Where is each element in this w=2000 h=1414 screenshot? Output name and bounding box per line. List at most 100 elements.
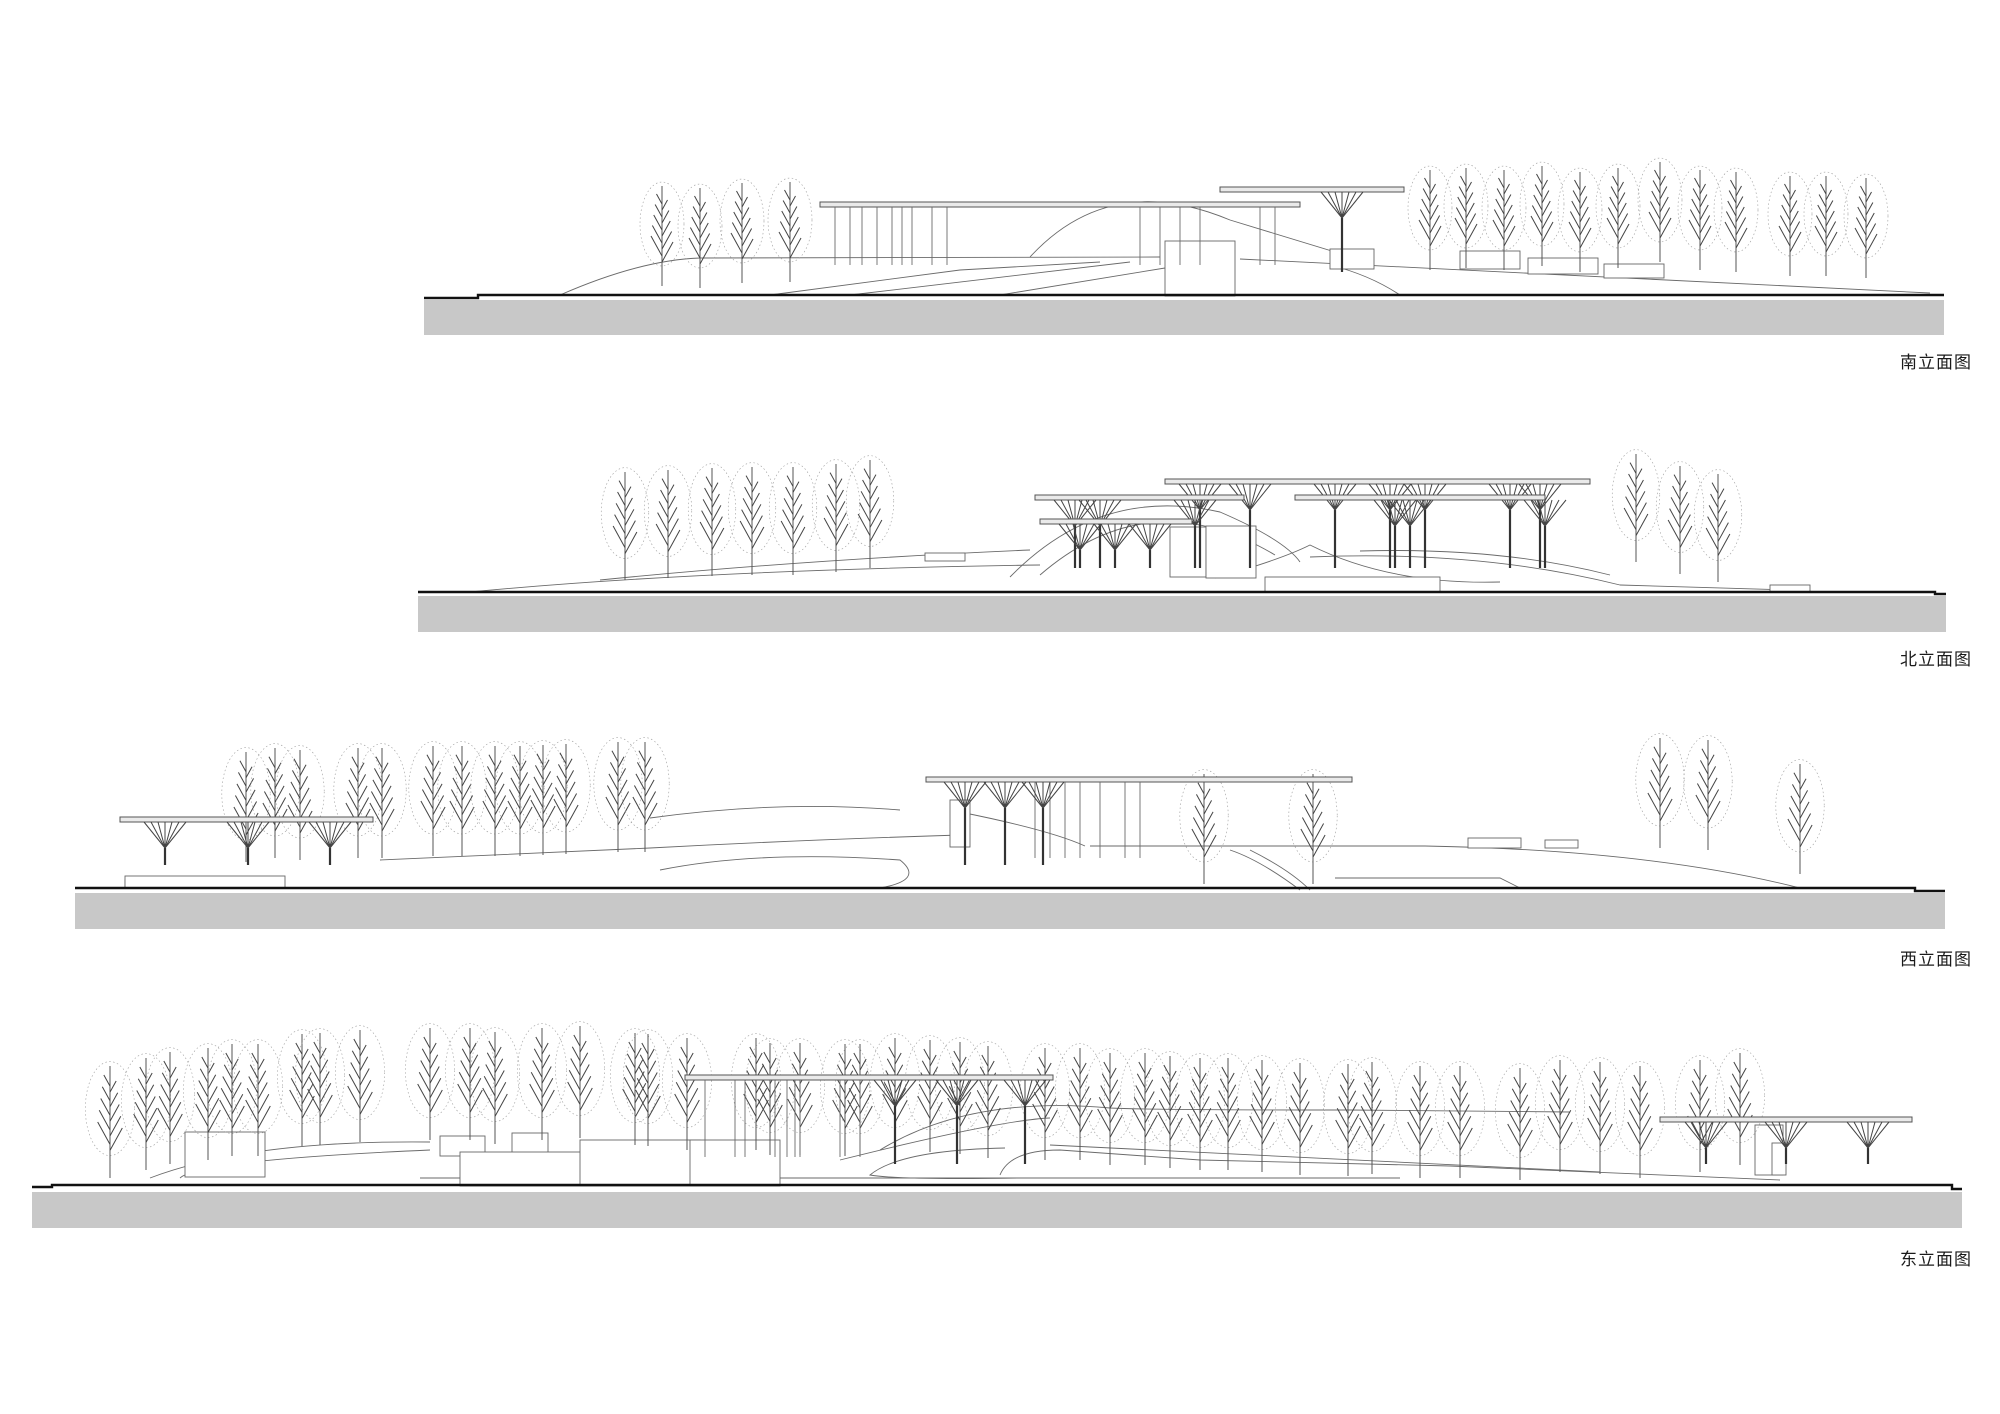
tree-icon — [1443, 163, 1489, 268]
tree-icon — [1055, 1043, 1105, 1160]
tree-icon — [1611, 449, 1661, 562]
tree-icon — [1775, 759, 1825, 874]
tree-icon — [495, 741, 545, 856]
tree-icon — [1803, 171, 1849, 276]
tree-icon — [1179, 769, 1229, 884]
tree-icon — [845, 455, 895, 568]
tree-icon — [1713, 167, 1759, 272]
tree-icon — [275, 745, 325, 860]
tree-icon — [1575, 1057, 1625, 1174]
tree-icon — [820, 1039, 870, 1156]
tree-icon — [1693, 469, 1743, 582]
tree-icon — [662, 1033, 712, 1150]
canopy-structure — [1294, 494, 1567, 568]
canopy-structure — [119, 816, 374, 865]
tree-icon — [1519, 161, 1565, 266]
tree-icon — [727, 462, 777, 575]
tree-icon — [1175, 1053, 1225, 1170]
tree-icon — [643, 465, 693, 578]
tree-icon — [1635, 733, 1685, 848]
tree-icon — [405, 1023, 455, 1140]
tree-icon — [1237, 1055, 1287, 1172]
tree-icon — [1203, 1053, 1253, 1170]
west-elevation — [75, 733, 1945, 929]
tree-icon — [811, 459, 861, 572]
tree-icon — [1347, 1057, 1397, 1174]
tree-icon — [437, 741, 487, 856]
canopy-structure — [684, 1074, 1054, 1164]
tree-icon — [1557, 167, 1603, 272]
canopy-structure — [1219, 186, 1405, 272]
tree-icon — [1637, 157, 1683, 262]
tree-icon — [207, 1039, 257, 1156]
north-elevation — [418, 449, 1946, 632]
tree-icon — [541, 739, 591, 854]
tree-icon — [357, 743, 407, 858]
tree-icon — [555, 1021, 605, 1138]
ground-section-band — [32, 1192, 1962, 1228]
ground-line — [424, 293, 1944, 300]
tree-icon — [639, 181, 685, 286]
tree-icon — [767, 177, 813, 282]
tree-icon — [731, 1033, 781, 1150]
tree-icon — [85, 1061, 135, 1178]
tree-icon — [1323, 1059, 1373, 1176]
tree-icon — [1407, 165, 1453, 270]
tree-icon — [768, 462, 818, 575]
tree-icon — [333, 743, 383, 858]
tree-icon — [1843, 173, 1889, 278]
tree-icon — [183, 1043, 233, 1160]
tree-icon — [1683, 735, 1733, 850]
tree-icon — [277, 1029, 327, 1146]
ground-section-band — [75, 893, 1945, 929]
tree-icon — [1275, 1058, 1325, 1175]
west-elevation-label: 西立面图 — [1900, 950, 1972, 970]
tree-icon — [1655, 461, 1705, 574]
tree-icon — [1595, 163, 1641, 268]
tree-icon — [145, 1047, 195, 1164]
tree-icon — [295, 1028, 345, 1145]
canopy-structure — [1659, 1116, 1913, 1164]
east-elevation-label: 东立面图 — [1900, 1250, 1972, 1270]
ground-section-band — [424, 300, 1944, 335]
tree-icon — [620, 737, 670, 852]
tree-icon — [1677, 165, 1723, 270]
tree-icon — [1767, 171, 1813, 276]
ground-line — [32, 1183, 1962, 1191]
tree-icon — [233, 1039, 283, 1156]
ground-section-band — [418, 596, 1946, 632]
tree-icon — [963, 1041, 1013, 1158]
tree-icon — [1435, 1061, 1485, 1178]
tree-icon — [518, 740, 568, 855]
tree-icon — [677, 183, 723, 288]
ground-line — [75, 886, 1945, 893]
tree-icon — [1395, 1061, 1445, 1178]
tree-icon — [1085, 1048, 1135, 1165]
tree-icon — [1535, 1055, 1585, 1172]
tree-icon — [687, 463, 737, 576]
tree-icon — [470, 1027, 520, 1144]
tree-icon — [1615, 1061, 1665, 1178]
south-elevation-label: 南立面图 — [1900, 353, 1972, 373]
canopy-structure — [1039, 518, 1193, 568]
tree-icon — [517, 1023, 567, 1140]
tree-icon — [719, 178, 765, 283]
tree-icon — [623, 1029, 673, 1146]
tree-icon — [121, 1053, 171, 1170]
ground-line — [418, 590, 1946, 596]
tree-icon — [1495, 1063, 1545, 1180]
tree-icon — [1288, 769, 1338, 884]
tree-icon — [610, 1028, 660, 1145]
tree-icon — [408, 741, 458, 856]
tree-icon — [1481, 165, 1527, 270]
tree-icon — [593, 737, 643, 852]
east-elevation — [32, 1021, 1962, 1228]
canopy-structure — [925, 776, 1353, 865]
south-elevation — [424, 157, 1944, 335]
north-elevation-label: 北立面图 — [1900, 650, 1972, 670]
tree-icon — [600, 467, 650, 580]
canopy-structure — [819, 201, 1301, 265]
tree-icon — [250, 743, 300, 858]
